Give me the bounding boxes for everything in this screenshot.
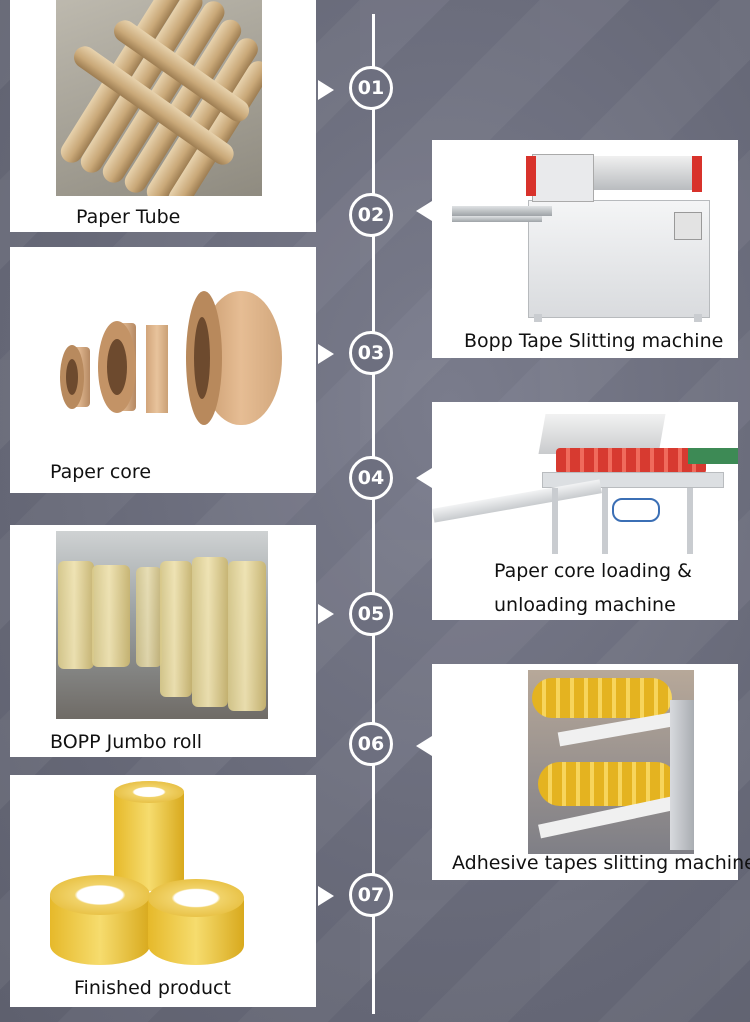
jumbo-roll-image — [56, 531, 268, 719]
step-node-07: 07 — [349, 873, 393, 917]
arrow-03 — [318, 344, 334, 364]
core-loading-machine-image — [432, 408, 738, 558]
step-node-04: 04 — [349, 456, 393, 500]
adhesive-slitting-machine-image — [528, 670, 694, 854]
label-core-loading-line1: Paper core loading & — [494, 560, 692, 582]
label-finished-product: Finished product — [74, 977, 231, 999]
label-bopp-jumbo-roll: BOPP Jumbo roll — [50, 731, 203, 753]
paper-tube-image — [56, 0, 262, 196]
step-node-01: 01 — [349, 66, 393, 110]
card-adhesive-slitting-machine: Adhesive tapes slitting machine — [432, 664, 750, 880]
arrow-07 — [318, 886, 334, 906]
card-bopp-jumbo-roll: BOPP Jumbo roll — [10, 525, 316, 757]
arrow-02 — [416, 201, 432, 221]
card-paper-core: Paper core — [10, 247, 316, 493]
card-core-loading-machine: Paper core loading & unloading machine — [432, 402, 738, 620]
step-node-03: 03 — [349, 331, 393, 375]
card-bopp-slitting-machine: Bopp Tape Slitting machine — [432, 140, 738, 358]
arrow-01 — [318, 80, 334, 100]
timeline-line — [372, 14, 375, 1014]
label-bopp-slitting-machine: Bopp Tape Slitting machine — [464, 330, 724, 352]
slitting-machine-image — [442, 146, 732, 322]
step-node-02: 02 — [349, 193, 393, 237]
label-adhesive-slitting-machine: Adhesive tapes slitting machine — [452, 852, 750, 874]
step-node-06: 06 — [349, 722, 393, 766]
label-core-loading-line2: unloading machine — [494, 594, 676, 616]
card-finished-product: Finished product — [10, 775, 316, 1007]
paper-core-image — [50, 277, 300, 437]
finished-product-image — [36, 781, 266, 971]
arrow-04 — [416, 468, 432, 488]
step-node-05: 05 — [349, 592, 393, 636]
card-paper-tube: Paper Tube — [10, 0, 316, 232]
label-paper-core: Paper core — [50, 461, 152, 483]
arrow-06 — [416, 736, 432, 756]
label-paper-tube: Paper Tube — [76, 206, 181, 228]
arrow-05 — [318, 604, 334, 624]
